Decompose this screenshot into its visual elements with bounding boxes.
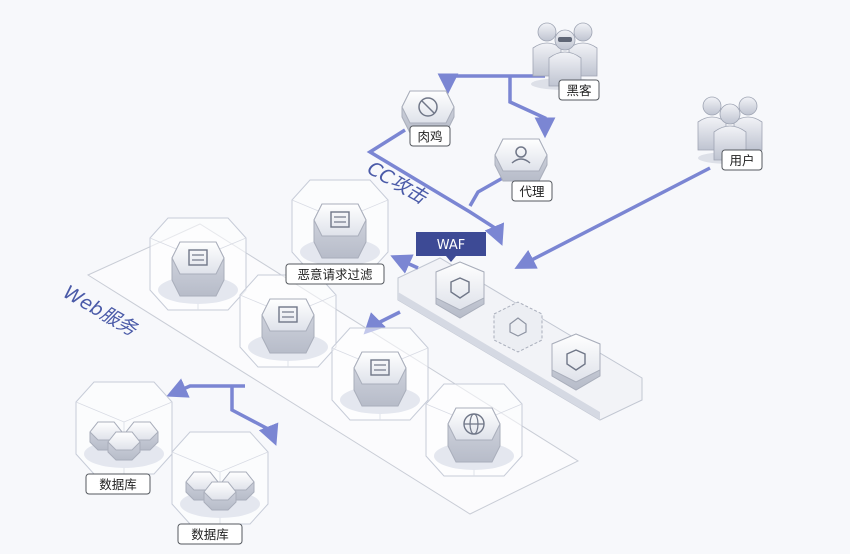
zombie-label-box: 肉鸡 <box>409 125 451 147</box>
hacker-to-zombie-arrow <box>437 73 545 95</box>
web-server-box-1 <box>149 217 247 311</box>
database-icon <box>89 421 159 461</box>
waf-to-web-arrow <box>363 310 401 335</box>
filter-label: 恶意请求过滤 <box>297 267 373 282</box>
db1-label-box: 数据库 <box>85 473 151 495</box>
web-to-db1-arrow <box>166 378 245 398</box>
web-to-db2-arrow <box>230 386 279 446</box>
database-icon <box>185 471 255 511</box>
waf-shield-icon <box>435 261 485 319</box>
db2-label-box: 数据库 <box>177 523 243 545</box>
filter-label-box: 恶意请求过滤 <box>285 263 385 285</box>
web-server-box-2 <box>239 274 337 368</box>
zombie-to-waf-arrow <box>366 128 505 246</box>
server-icon <box>171 241 225 297</box>
user-label-box: 用户 <box>721 149 763 171</box>
server-icon <box>313 203 367 259</box>
user-to-waf-arrow <box>514 166 711 269</box>
server-icon <box>261 298 315 354</box>
waf-badge: WAF <box>416 232 486 262</box>
waf-label: WAF <box>437 238 466 253</box>
waf-to-filter-arrow <box>390 254 419 274</box>
database-label-1: 数据库 <box>99 477 137 492</box>
user-label: 用户 <box>729 153 754 168</box>
hacker-label: 黑客 <box>566 83 592 98</box>
globe-icon <box>447 407 501 463</box>
proxy-icon <box>494 138 548 182</box>
waf-shield-icon <box>551 333 601 391</box>
database-box-1 <box>75 381 173 475</box>
hacker-to-proxy-arrow <box>508 76 556 139</box>
web-server-box-4 <box>425 383 523 477</box>
filter-box <box>291 179 389 273</box>
database-label-2: 数据库 <box>191 527 229 542</box>
hacker-label-box: 黑客 <box>558 79 600 101</box>
hacker-figure-icon <box>531 22 599 90</box>
web-server-box-3 <box>331 327 429 421</box>
proxy-label-box: 代理 <box>511 180 553 202</box>
proxy-to-waf-arrow <box>468 173 509 207</box>
attack-flow-lines <box>166 73 711 446</box>
cloud-shield-icon <box>493 301 543 353</box>
zombie-label: 肉鸡 <box>417 129 442 144</box>
zombie-icon <box>401 90 455 134</box>
proxy-label: 代理 <box>519 184 545 199</box>
server-icon <box>353 351 407 407</box>
database-box-2 <box>171 431 269 525</box>
